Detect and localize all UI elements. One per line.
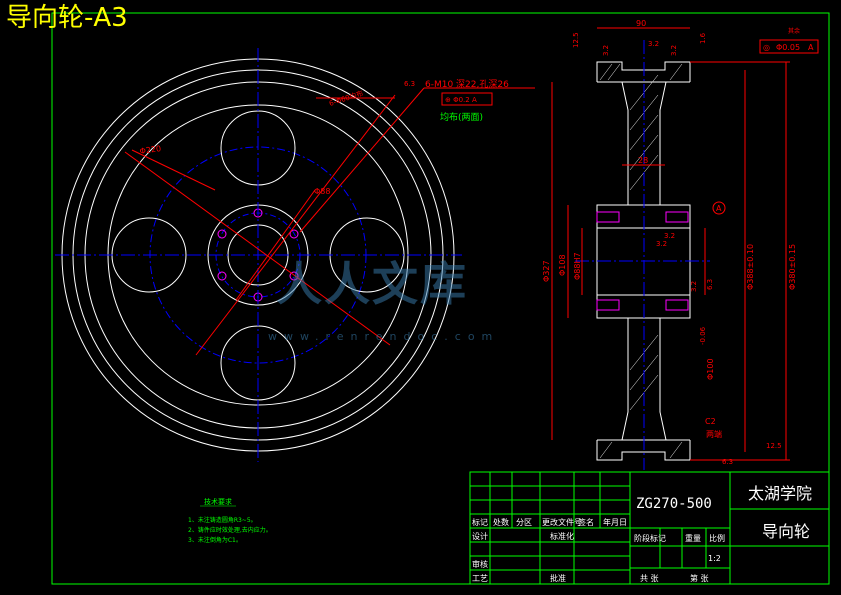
tb-design: 设计 bbox=[472, 532, 488, 541]
datum-circle bbox=[712, 201, 726, 215]
leader-dia-diag bbox=[124, 151, 391, 346]
rough-bottom: 12.5 bbox=[766, 442, 782, 450]
watermark-url: www.renrendoc.com bbox=[268, 330, 500, 343]
bolt-hole bbox=[289, 271, 299, 281]
front-view-hole-tol: ⊕ Φ0.2 A bbox=[445, 96, 477, 104]
dia-327: Φ327 bbox=[542, 260, 551, 282]
dim-1-6: 1.6 bbox=[699, 32, 707, 44]
school-name: 太湖学院 bbox=[748, 484, 813, 503]
bolt-hole bbox=[217, 229, 227, 239]
title-block-grid bbox=[469, 471, 830, 585]
gtol-value: Φ0.05 bbox=[776, 43, 800, 52]
tb-weight: 重量 bbox=[685, 534, 701, 543]
front-view-dia-88: Φ88 bbox=[314, 187, 330, 196]
tapped-hole bbox=[596, 211, 620, 223]
dia-hub: Φ100 bbox=[706, 358, 715, 380]
datum-label: A bbox=[716, 204, 722, 213]
tb-sign: 签名 bbox=[578, 518, 594, 527]
tb-scale-value: 1:2 bbox=[708, 554, 721, 563]
hatch-line bbox=[599, 441, 613, 459]
leader-220 bbox=[131, 149, 216, 191]
front-view: Φ220 Φ88 6-Φ60均布 6-M10 深22,孔深26 ⊕ Φ0.2 A… bbox=[55, 48, 535, 462]
side-view: 90 28 12.5 3.2 3.2 3.2 3.2 3.2 1.6 Φ327 … bbox=[542, 19, 819, 470]
rough-top-right: 其余 bbox=[788, 27, 800, 35]
front-view-hole-roughness: 6.3 bbox=[404, 80, 415, 88]
tapped-hole bbox=[596, 299, 620, 311]
tb-zone: 分区 bbox=[516, 518, 532, 527]
tapped-holes bbox=[596, 211, 689, 311]
tb-mark: 标记 bbox=[472, 518, 488, 527]
notes-line-2: 2、铸件应时效处理,去内应力。 bbox=[188, 527, 272, 534]
notes-line-3: 3、未注倒角为C1。 bbox=[188, 537, 242, 544]
notes-heading: 技术要求 bbox=[204, 498, 232, 506]
dia-380: Φ380±0.15 bbox=[788, 244, 797, 290]
bolt-hole bbox=[217, 271, 227, 281]
part-name: 导向轮 bbox=[762, 522, 811, 541]
tb-stage-mark: 阶段标记 bbox=[634, 534, 666, 543]
drawing-frame bbox=[51, 12, 830, 585]
front-view-hole-distribute: 均布(两面) bbox=[440, 111, 483, 123]
tb-review: 审核 bbox=[472, 560, 488, 569]
notes-line-1: 1、未注铸造圆角R3~5。 bbox=[188, 517, 257, 524]
chamfer-note: 两端 bbox=[706, 429, 722, 439]
leader-pitch bbox=[195, 94, 396, 356]
tb-standardize: 标准化 bbox=[550, 532, 574, 541]
tb-date: 年月日 bbox=[603, 518, 627, 527]
rough-bottom2: 6.3 bbox=[722, 458, 733, 466]
dim-3-2d: 3.2 bbox=[656, 240, 667, 248]
dim-3-2a: 3.2 bbox=[602, 45, 610, 56]
leader-88 bbox=[235, 189, 316, 301]
tb-sheet-total: 共 张 bbox=[640, 574, 659, 583]
chamfer: C2 bbox=[705, 417, 716, 426]
roughness-6-3: 6.3 bbox=[706, 279, 714, 290]
tapped-hole bbox=[665, 211, 689, 223]
tb-scale: 比例 bbox=[709, 534, 725, 543]
dim-3-2c: 3.2 bbox=[670, 45, 678, 56]
dia-108: Φ108 bbox=[558, 254, 567, 276]
tol-hub: -0.06 bbox=[699, 326, 707, 345]
hatch-line bbox=[669, 63, 683, 81]
dim-width: 28 bbox=[638, 156, 648, 165]
tb-sheet-no: 第 张 bbox=[690, 574, 709, 583]
rim-section-bottom bbox=[596, 440, 691, 461]
dia-388: Φ388±0.10 bbox=[746, 244, 755, 290]
hatch-line bbox=[607, 63, 621, 81]
tb-change-doc: 更改文件号 bbox=[542, 518, 582, 527]
gtol-frame bbox=[759, 39, 819, 54]
drawing-code: ZG270-500 bbox=[636, 496, 712, 512]
tb-process: 工艺 bbox=[472, 574, 488, 583]
dim-12-5: 12.5 bbox=[572, 32, 580, 48]
tb-count: 处数 bbox=[493, 518, 509, 527]
gtol-datum: A bbox=[808, 43, 814, 52]
roughness-3-2: 3.2 bbox=[664, 232, 675, 240]
dim-3-2e: 3.2 bbox=[690, 281, 698, 292]
bolt-hole bbox=[289, 229, 299, 239]
leader-hole-note bbox=[299, 87, 425, 233]
side-dimensions bbox=[551, 27, 819, 461]
watermark-logo: 人人文库 bbox=[276, 257, 468, 311]
web-section-top bbox=[621, 81, 667, 206]
hole-tolerance-frame bbox=[441, 92, 493, 106]
dia-88h: Φ88H7 bbox=[573, 252, 582, 280]
gtol-symbol: ◎ bbox=[763, 43, 770, 52]
front-view-hole-note: 6-M10 深22,孔深26 bbox=[425, 79, 509, 90]
front-view-pitch-label: 6-Φ60均布 bbox=[328, 88, 364, 108]
page-title: 导向轮-A3 bbox=[6, 3, 128, 33]
front-view-dia-220: Φ220 bbox=[139, 144, 162, 156]
hatch-line bbox=[669, 441, 683, 459]
dim-3-2b: 3.2 bbox=[648, 40, 659, 48]
hatch-line bbox=[599, 63, 613, 81]
tb-approve: 批准 bbox=[550, 574, 566, 583]
dim-top: 90 bbox=[636, 19, 646, 28]
tapped-hole bbox=[665, 299, 689, 311]
